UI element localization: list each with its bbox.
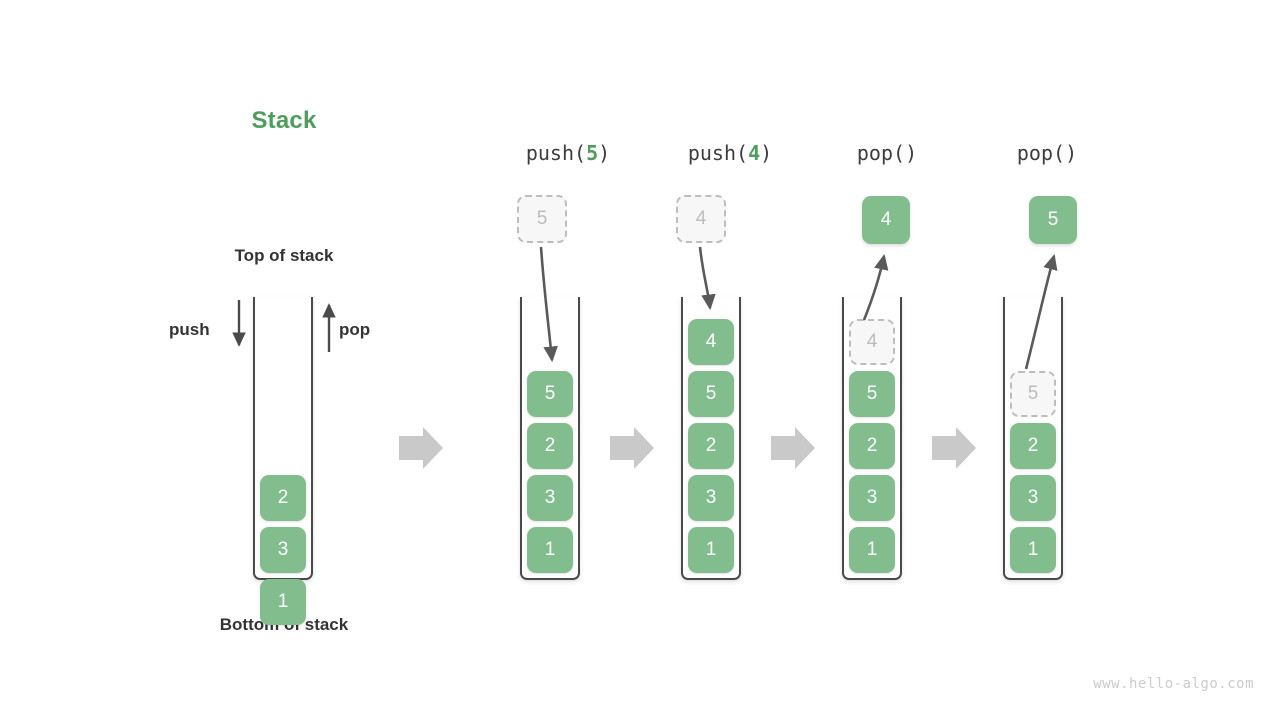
op-arg: 5 — [586, 141, 599, 165]
stack-cell[interactable]: 3 — [849, 475, 895, 521]
stack-cell[interactable]: 1 — [688, 527, 734, 573]
op-suffix: ) — [760, 141, 773, 165]
popped-placeholder-step-3[interactable]: 4 — [849, 319, 895, 365]
watermark: www.hello-algo.com — [1093, 676, 1254, 692]
stack-cell[interactable]: 2 — [849, 423, 895, 469]
step-transition-arrow-2 — [610, 427, 654, 469]
stack-cell[interactable]: 3 — [260, 527, 306, 573]
stack-cell[interactable]: 4 — [688, 319, 734, 365]
popped-element-step-3[interactable]: 4 — [862, 196, 910, 244]
op-prefix: push( — [525, 141, 587, 165]
stack-cell[interactable]: 1 — [849, 527, 895, 573]
popped-element-step-4[interactable]: 5 — [1029, 196, 1077, 244]
stack-container — [842, 297, 902, 580]
stack-cell[interactable]: 5 — [688, 371, 734, 417]
stack-cell[interactable]: 3 — [688, 475, 734, 521]
op-suffix: ) — [1065, 141, 1078, 165]
stack-cell[interactable]: 1 — [527, 527, 573, 573]
step-transition-arrow-1 — [399, 427, 443, 469]
op-prefix: pop( — [1016, 141, 1066, 165]
op-header-2: push(4) — [650, 141, 810, 165]
stack-cell[interactable]: 2 — [688, 423, 734, 469]
push-label: push — [169, 320, 210, 339]
stack-cell[interactable]: 2 — [527, 423, 573, 469]
incoming-element-step-1[interactable]: 5 — [517, 195, 567, 243]
stack-cell[interactable]: 3 — [1010, 475, 1056, 521]
op-arg: 4 — [748, 141, 761, 165]
op-prefix: pop( — [856, 141, 906, 165]
stack-cell[interactable]: 5 — [849, 371, 895, 417]
stack-container — [681, 297, 741, 580]
incoming-element-step-2[interactable]: 4 — [676, 195, 726, 243]
stack-cell[interactable]: 2 — [260, 475, 306, 521]
page-title: Stack — [251, 107, 317, 134]
op-prefix: push( — [687, 141, 749, 165]
popped-placeholder-step-4[interactable]: 5 — [1010, 371, 1056, 417]
pop-label: pop — [339, 320, 371, 339]
step-transition-arrow-4 — [932, 427, 976, 469]
step-transition-arrow-3 — [771, 427, 815, 469]
stack-cell[interactable]: 1 — [1010, 527, 1056, 573]
op-suffix: ) — [598, 141, 611, 165]
stack-cell[interactable]: 5 — [527, 371, 573, 417]
op-header-4: pop() — [967, 141, 1127, 165]
stack-cell[interactable]: 3 — [527, 475, 573, 521]
op-header-3: pop() — [807, 141, 967, 165]
stack-container — [520, 297, 580, 580]
op-suffix: ) — [905, 141, 918, 165]
stack-container — [1003, 297, 1063, 580]
top-of-stack-label: Top of stack — [234, 246, 334, 265]
stack-cell[interactable]: 2 — [1010, 423, 1056, 469]
op-header-1: push(5) — [488, 141, 648, 165]
stack-cell[interactable]: 1 — [260, 579, 306, 625]
